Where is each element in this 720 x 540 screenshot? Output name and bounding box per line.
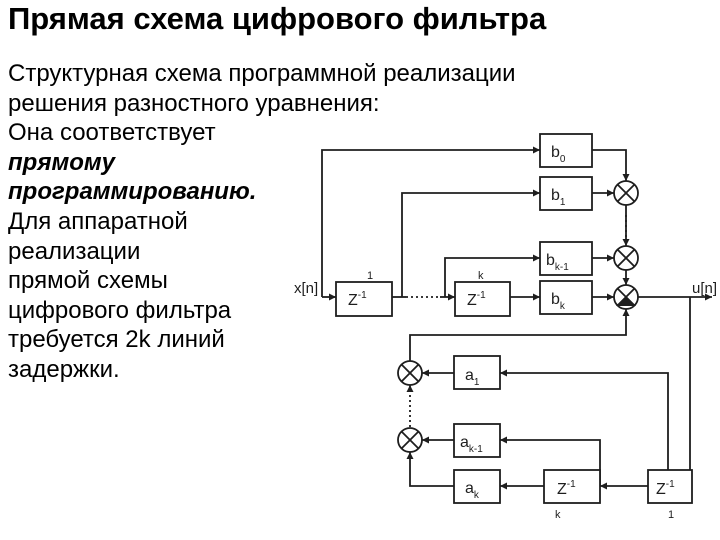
coef-sub: 1 — [474, 377, 480, 388]
coef-box-bk1 — [539, 241, 593, 276]
coef-letter: b — [551, 144, 560, 161]
coef-sub: k-1 — [555, 262, 569, 273]
coef-sub: k — [560, 301, 566, 312]
coef-label-ak1: ak-1 — [460, 434, 483, 455]
input-label: x[n] — [294, 280, 318, 297]
coef-label-a1: a1 — [465, 367, 480, 388]
coef-box-b1 — [539, 176, 593, 211]
coef-letter: b — [551, 291, 560, 308]
wire-fb-to-sum — [409, 309, 627, 361]
coef-sub: 0 — [560, 154, 566, 165]
coef-box-b0 — [539, 133, 593, 168]
delay-exp: -1 — [567, 479, 576, 490]
multiplier-icon — [613, 180, 639, 206]
delay-box-k — [454, 281, 511, 317]
coef-letter: b — [546, 252, 555, 269]
delay-base: Z — [348, 292, 358, 309]
delay-base: Z — [467, 292, 477, 309]
body-line-emphasis: прямому — [8, 148, 115, 176]
coef-label-bk: bk — [551, 291, 566, 312]
slide-title: Прямая схема цифрового фильтра — [8, 1, 547, 36]
multiplier-icon — [613, 245, 639, 271]
coef-sub: 1 — [560, 197, 566, 208]
coef-box-ak — [453, 469, 501, 504]
wire-to-a1 — [500, 372, 669, 486]
delay-index-label: 1 — [367, 270, 373, 282]
coef-letter: b — [551, 187, 560, 204]
delay-label: Z-1 — [348, 290, 367, 309]
coef-letter: a — [465, 480, 474, 497]
delay-box-k-fb — [543, 469, 601, 504]
delay-index-label: 1 — [668, 509, 674, 521]
body-line: требуется 2k линий — [8, 326, 225, 354]
delay-box-1 — [335, 281, 393, 317]
wire-to-bk1 — [444, 257, 540, 297]
delay-label: Z-1 — [557, 479, 576, 498]
body-line-emphasis: программированию. — [8, 178, 257, 206]
arrowhead-icons — [329, 146, 712, 490]
delay-index-label: k — [555, 509, 561, 521]
delay-base: Z — [557, 481, 567, 498]
delay-exp: -1 — [666, 479, 675, 490]
body-line: Для аппаратной — [8, 207, 188, 235]
coef-box-ak1 — [453, 423, 501, 458]
output-label: u[n] — [692, 280, 717, 297]
coef-label-ak: ak — [465, 480, 480, 501]
body-line: реализации — [8, 237, 141, 265]
multiplier-icon — [397, 427, 423, 453]
multiplier-icon — [613, 284, 639, 310]
summation-wedge-icon — [616, 296, 636, 306]
body-line: цифрового фильтра — [8, 296, 232, 324]
wire-b0-out — [592, 149, 627, 182]
delay-index-label: k — [478, 270, 484, 282]
coef-letter: a — [465, 367, 474, 384]
delay-label: Z-1 — [467, 290, 486, 309]
coef-box-bk — [539, 280, 593, 315]
delay-box-1-fb — [647, 469, 693, 504]
body-text: Структурная схема программной реализации… — [8, 59, 708, 385]
coef-letter: a — [460, 434, 469, 451]
wire-ak-out — [409, 452, 454, 487]
delay-label: Z-1 — [656, 479, 675, 498]
wire-to-b1 — [401, 192, 540, 297]
coef-label-b0: b0 — [551, 144, 566, 165]
delay-exp: -1 — [477, 290, 486, 301]
body-line: Она соответствует — [8, 119, 216, 147]
coef-label-bk1: bk-1 — [546, 252, 569, 273]
delay-base: Z — [656, 481, 666, 498]
coef-box-a1 — [453, 355, 501, 390]
coef-label-b1: b1 — [551, 187, 566, 208]
coef-sub: k-1 — [469, 444, 483, 455]
body-line: решения разностного уравнения: — [8, 89, 380, 117]
body-line: прямой схемы — [8, 267, 168, 295]
delay-exp: -1 — [358, 290, 367, 301]
body-line: задержки. — [8, 355, 120, 383]
coef-sub: k — [474, 490, 480, 501]
wire-to-b0 — [321, 149, 540, 297]
body-line: Структурная схема программной реализации — [8, 60, 516, 87]
multiplier-icon — [397, 360, 423, 386]
